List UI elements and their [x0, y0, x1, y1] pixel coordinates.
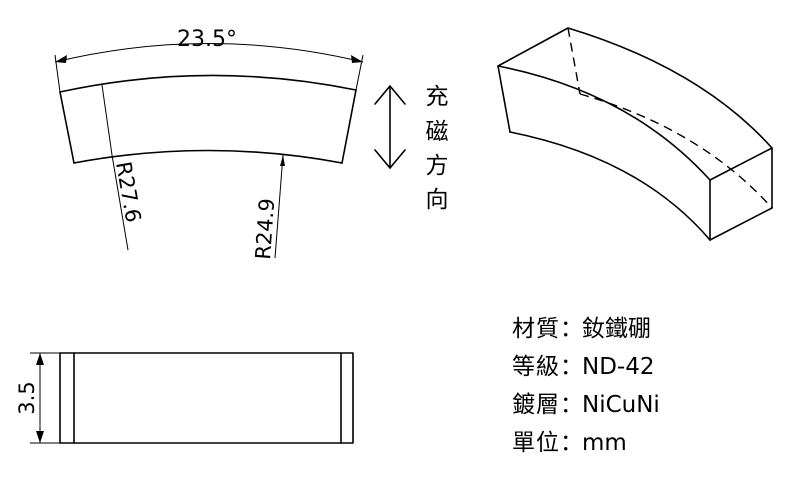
iso-hidden-vertical: [567, 27, 581, 95]
top-view: 23.5° R27.6 R24.9: [54, 27, 364, 260]
spec-row-material: 材質：釹鐵硼: [512, 314, 651, 344]
direction-char-2: 磁: [426, 119, 449, 145]
spec-separator: ：: [560, 316, 583, 342]
arrow-head-down: [374, 149, 406, 169]
thickness-arrow-top: [36, 353, 44, 365]
direction-char-4: 向: [426, 187, 449, 213]
spec-value: ND-42: [582, 354, 655, 380]
inner-arc: [73, 149, 343, 164]
right-edge: [341, 89, 357, 164]
arrowhead-right: [351, 55, 363, 63]
extension-line-right: [355, 54, 364, 91]
outer-arc: [59, 74, 357, 93]
iso-hidden-arc: [579, 93, 773, 209]
spec-value: mm: [582, 430, 627, 456]
iso-front-left-edge: [497, 65, 511, 133]
magnetization-direction: 充 磁 方 向: [374, 84, 449, 213]
spec-separator: ：: [560, 392, 583, 418]
isometric-view: [497, 27, 773, 241]
arrowhead-left: [55, 55, 67, 63]
iso-bottom-right-edge: [709, 207, 773, 241]
spec-row-unit: 單位：mm: [512, 428, 627, 458]
inner-radius-label: R24.9: [251, 197, 279, 260]
left-edge: [59, 91, 75, 164]
spec-label: 單位: [512, 430, 560, 456]
direction-char-1: 充: [426, 84, 449, 110]
spec-value: NiCuNi: [582, 392, 660, 418]
spec-label: 等級: [512, 354, 560, 380]
iso-bottom-arc: [509, 131, 711, 241]
thickness-label: 3.5: [15, 381, 39, 414]
spec-separator: ：: [560, 354, 583, 380]
spec-separator: ：: [560, 430, 583, 456]
spec-row-coating: 鍍層：NiCuNi: [512, 390, 660, 420]
side-body: [59, 352, 354, 444]
spec-label: 鍍層: [512, 392, 560, 418]
outer-radius-leader: [111, 154, 129, 251]
extension-line-left: [54, 54, 61, 93]
side-view: 3.5: [15, 352, 354, 444]
spec-row-grade: 等級：ND-42: [512, 352, 654, 382]
arrow-head-up: [374, 85, 406, 105]
direction-char-3: 方: [426, 153, 449, 179]
outer-radius-tick: [101, 84, 113, 156]
inner-radius-leader: [274, 154, 284, 259]
angle-label: 23.5°: [177, 27, 237, 52]
spec-value: 釹鐵硼: [582, 316, 651, 342]
angle-dimension-arc: [54, 43, 364, 63]
iso-top-face: [497, 27, 773, 181]
inner-radius-arrow: [280, 155, 285, 166]
spec-label: 材質: [512, 316, 560, 342]
outer-radius-label: R27.6: [111, 160, 145, 225]
thickness-arrow-bottom: [36, 431, 44, 443]
